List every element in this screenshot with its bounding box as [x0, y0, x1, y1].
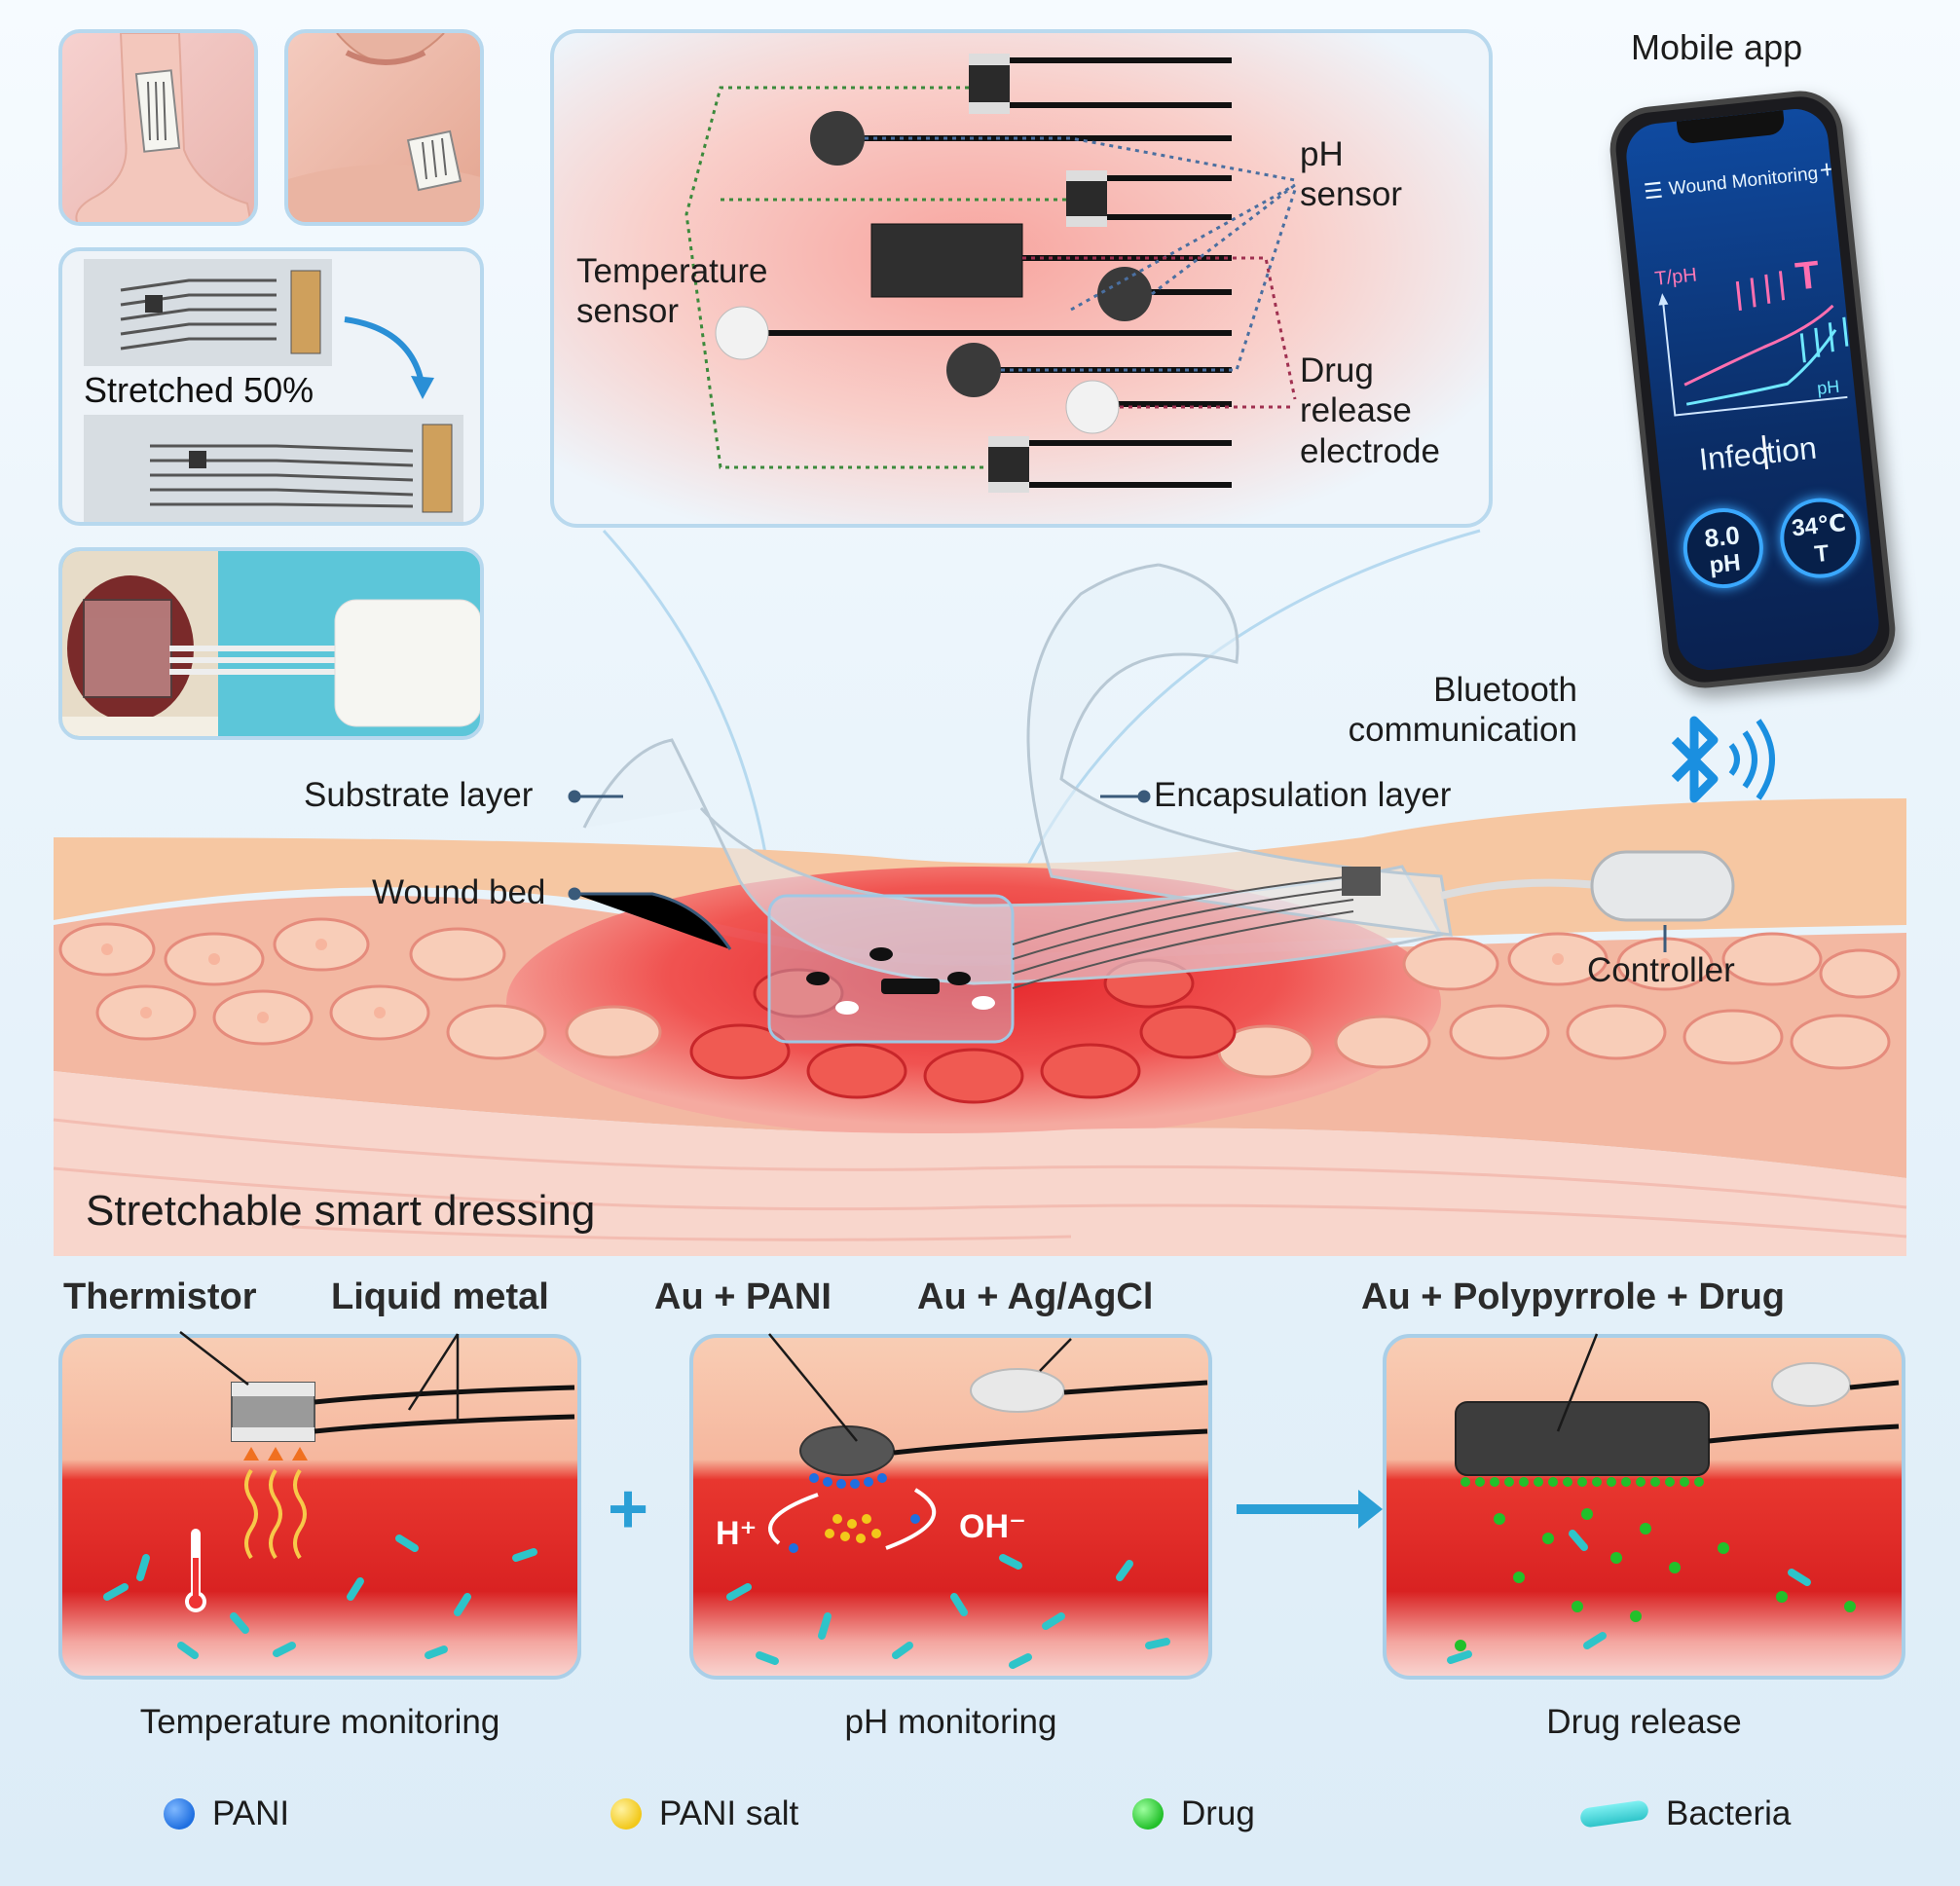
- ph-electrode: [1097, 267, 1152, 321]
- legend-item-drug: Drug: [1132, 1794, 1255, 1833]
- plus-sign: +: [608, 1470, 649, 1548]
- drug-electrode: [870, 223, 1023, 298]
- bacteria: [103, 1530, 1811, 1669]
- wound-device-illustration: [62, 551, 480, 736]
- thermometer-icon: [185, 1529, 206, 1612]
- ph-monitoring-caption: pH monitoring: [844, 1703, 1057, 1741]
- photo-stretch: Stretched 50%: [58, 247, 484, 526]
- pani-dot-icon: [164, 1798, 195, 1830]
- arrow-curve: [344, 316, 425, 388]
- controller-label: Controller: [1587, 951, 1735, 989]
- legend-item-pani: PANI: [164, 1794, 289, 1833]
- drug-dot-icon: [1132, 1798, 1164, 1830]
- thermistor-chip: [988, 436, 1029, 493]
- encapsulation-layer-label: Encapsulation layer: [1154, 776, 1452, 814]
- neck-illustration: [288, 33, 480, 222]
- controller-box: [334, 599, 480, 727]
- bluetooth-label: Bluetooth communication: [1348, 671, 1577, 750]
- pani-salt-dot-icon: [610, 1798, 642, 1830]
- drug-release-caption: Drug release: [1546, 1703, 1742, 1741]
- liquid-metal-wires: [314, 1385, 575, 1434]
- thermistor-chip: [969, 54, 1010, 114]
- controller-device: [1590, 850, 1735, 922]
- bluetooth-icon: [1671, 716, 1775, 803]
- substrate-film: [582, 738, 1444, 985]
- film-traces: [1012, 875, 1354, 989]
- ph-electrode: [946, 343, 1001, 397]
- temperature-monitoring-caption: Temperature monitoring: [139, 1703, 500, 1741]
- hydrogen-ion-label: H⁺: [716, 1515, 758, 1552]
- ankle-illustration: [75, 33, 252, 222]
- hydroxide-ion-label: OH⁻: [959, 1508, 1026, 1545]
- stretch-illustration: [84, 259, 463, 522]
- legend-item-bacteria: Bacteria: [1578, 1794, 1792, 1833]
- rising-temperature-arrows: [1735, 271, 1786, 312]
- au-pani-label: Au + PANI: [654, 1276, 832, 1317]
- ph-sensor-label: pH sensor: [1300, 135, 1403, 214]
- polypyrrole-electrode: [1455, 1401, 1710, 1476]
- photo-neck: [284, 29, 484, 226]
- reference-electrode: [715, 306, 769, 360]
- zoom-source-box: [767, 894, 1015, 1044]
- legend-label-bacteria: Bacteria: [1666, 1794, 1792, 1833]
- liquid-metal-label: Liquid metal: [331, 1276, 549, 1317]
- bacteria-icon: [1578, 1799, 1650, 1829]
- film-connector: [1342, 867, 1381, 896]
- dressing-title: Stretchable smart dressing: [86, 1187, 596, 1235]
- au-polypyrrole-drug-label: Au + Polypyrrole + Drug: [1361, 1276, 1785, 1317]
- temperature-trend: [1683, 304, 1834, 387]
- temperature-sensor-label: Temperature sensor: [576, 252, 768, 331]
- ph-monitoring-panel: [689, 1334, 1212, 1680]
- thermistor-chip: [1066, 170, 1107, 227]
- ph-trend: [1685, 328, 1837, 406]
- skin-cells: [58, 917, 1901, 1079]
- encapsulation-film: [1026, 563, 1453, 937]
- reference-electrode: [970, 1368, 1065, 1413]
- legend-label-pani: PANI: [212, 1794, 290, 1833]
- wound-bed-label: Wound bed: [372, 873, 546, 911]
- pani-electrode: [799, 1425, 895, 1476]
- legend-label-pani-salt: PANI salt: [659, 1794, 799, 1833]
- drug-pointer: [1022, 256, 1297, 409]
- photo-wound-device: [58, 547, 484, 740]
- stretched-label: Stretched 50%: [84, 370, 314, 410]
- photo-ankle: [58, 29, 258, 226]
- mobile-app-caption: Mobile app: [1631, 27, 1803, 67]
- legend-item-pani-salt: PANI salt: [610, 1794, 798, 1833]
- phone-screen: ☰ Wound Monitoring + T/pH T pH Infection…: [1623, 105, 1882, 674]
- released-drug: [1455, 1477, 1856, 1651]
- substrate-layer-label: Substrate layer: [304, 776, 534, 814]
- rising-ph-arrows: [1799, 316, 1849, 363]
- thermistor-device: [231, 1382, 315, 1442]
- reference-electrode: [1065, 380, 1120, 434]
- temperature-pointer: [684, 86, 988, 469]
- trend-chart: [1658, 271, 1849, 470]
- au-agcl-label: Au + Ag/AgCl: [917, 1276, 1154, 1317]
- thermistor-label: Thermistor: [63, 1276, 257, 1317]
- reference-electrode: [1771, 1362, 1851, 1407]
- drug-electrode-label: Drug release electrode: [1300, 351, 1440, 470]
- legend-label-drug: Drug: [1181, 1794, 1255, 1833]
- ph-electrode: [810, 111, 865, 166]
- smartphone: ☰ Wound Monitoring + T/pH T pH Infection…: [1606, 87, 1900, 692]
- heat-waves: [244, 1468, 307, 1560]
